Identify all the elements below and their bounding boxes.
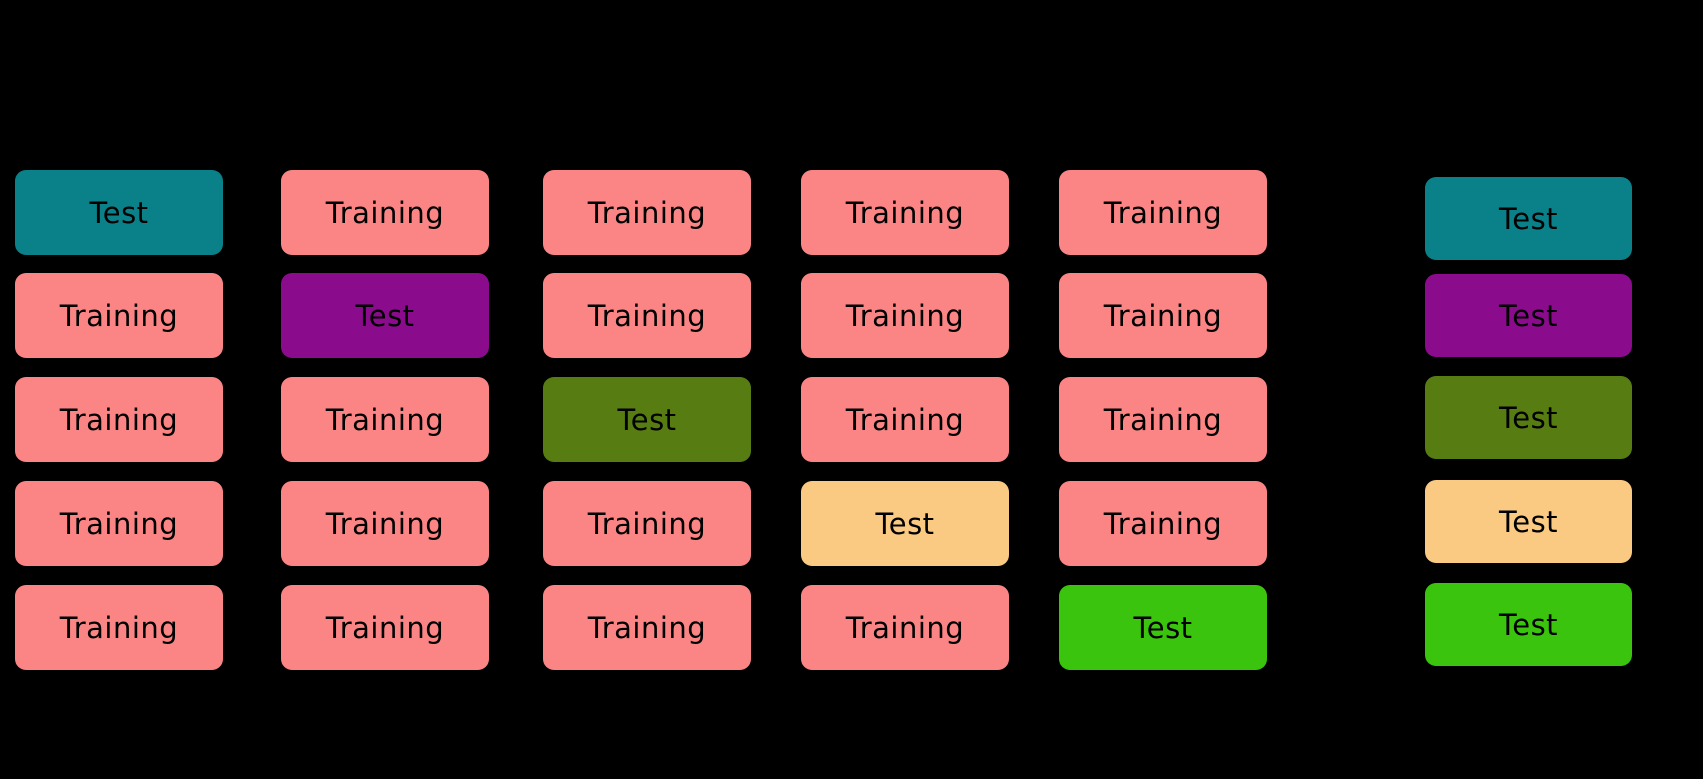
fold-1-row-1-test-cell: Test bbox=[15, 170, 223, 255]
fold-4-row-5-training-cell: Training bbox=[801, 585, 1009, 670]
fold-4-row-3-training-cell: Training bbox=[801, 377, 1009, 462]
legend-row-5-test-cell: Test bbox=[1425, 583, 1632, 666]
fold-2-row-4-training-cell: Training bbox=[281, 481, 489, 566]
fold-3-row-3-test-cell: Test bbox=[543, 377, 751, 462]
legend-row-1-test-cell: Test bbox=[1425, 177, 1632, 260]
fold-5-row-2-training-cell: Training bbox=[1059, 273, 1267, 358]
fold-3-row-1-training-cell: Training bbox=[543, 170, 751, 255]
fold-5-row-1-training-cell: Training bbox=[1059, 170, 1267, 255]
legend-row-4-test-cell: Test bbox=[1425, 480, 1632, 563]
fold-3-row-5-training-cell: Training bbox=[543, 585, 751, 670]
fold-5-row-5-test-cell: Test bbox=[1059, 585, 1267, 670]
fold-4-row-1-training-cell: Training bbox=[801, 170, 1009, 255]
fold-5-row-3-training-cell: Training bbox=[1059, 377, 1267, 462]
fold-4-row-4-test-cell: Test bbox=[801, 481, 1009, 566]
fold-1-row-2-training-cell: Training bbox=[15, 273, 223, 358]
fold-1-row-5-training-cell: Training bbox=[15, 585, 223, 670]
fold-2-row-5-training-cell: Training bbox=[281, 585, 489, 670]
fold-1-row-4-training-cell: Training bbox=[15, 481, 223, 566]
legend-row-3-test-cell: Test bbox=[1425, 376, 1632, 459]
fold-4-row-2-training-cell: Training bbox=[801, 273, 1009, 358]
fold-3-row-4-training-cell: Training bbox=[543, 481, 751, 566]
fold-2-row-3-training-cell: Training bbox=[281, 377, 489, 462]
fold-2-row-2-test-cell: Test bbox=[281, 273, 489, 358]
fold-1-row-3-training-cell: Training bbox=[15, 377, 223, 462]
legend-row-2-test-cell: Test bbox=[1425, 274, 1632, 357]
fold-2-row-1-training-cell: Training bbox=[281, 170, 489, 255]
fold-5-row-4-training-cell: Training bbox=[1059, 481, 1267, 566]
fold-3-row-2-training-cell: Training bbox=[543, 273, 751, 358]
